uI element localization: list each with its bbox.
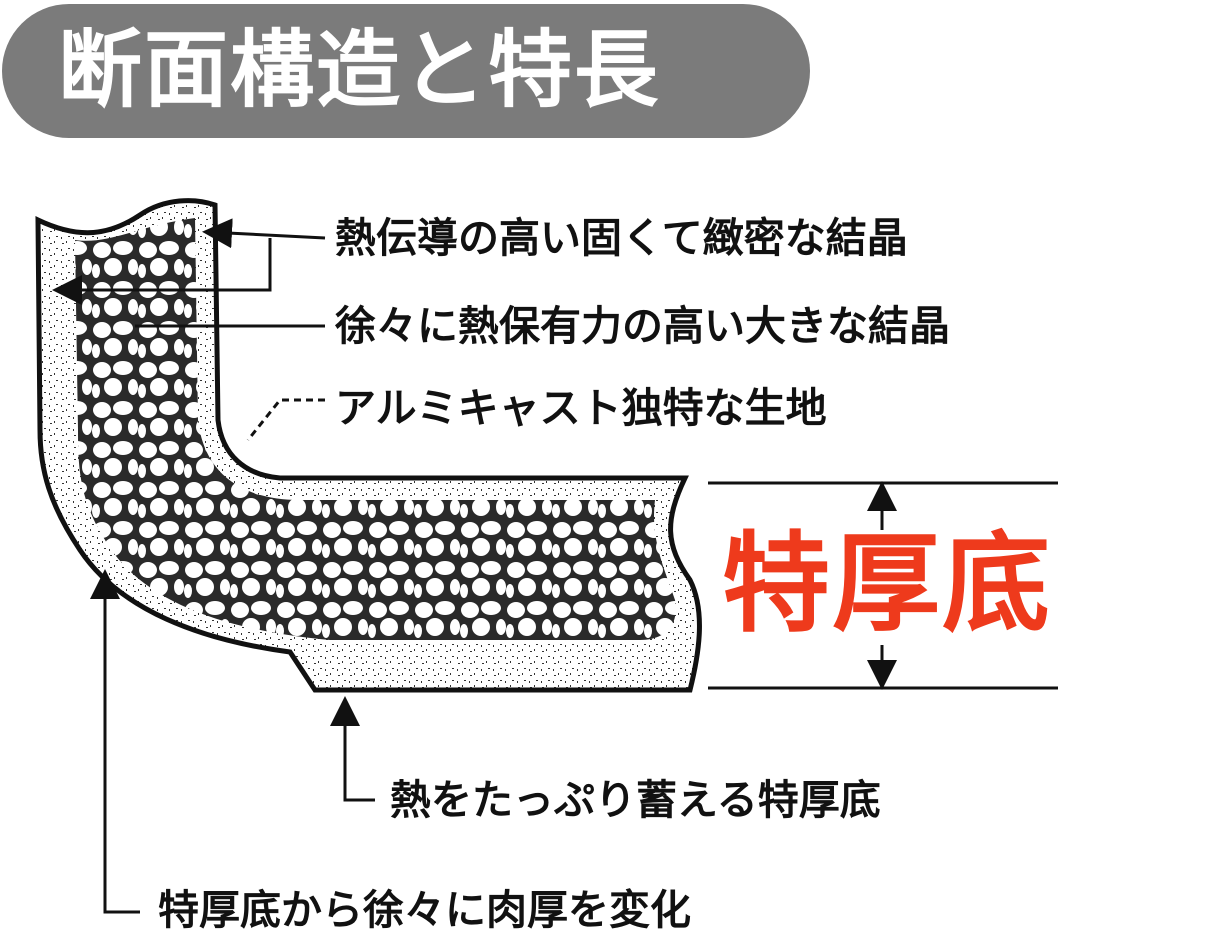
leader-lines: [52, 218, 1058, 914]
label-thick-bottom-note: 熱をたっぷり蓄える特厚底: [390, 776, 881, 824]
page-title: 断面構造と特長: [58, 21, 661, 119]
crystal-core: [75, 218, 676, 640]
label-dense-crystal: 熱伝導の高い固くて緻密な結晶: [335, 214, 908, 262]
title-banner: [2, 4, 810, 138]
label-gradual-thickness: 特厚底から徐々に肉厚を変化: [158, 886, 691, 934]
label-large-crystal: 徐々に熱保有力の高い大きな結晶: [335, 302, 950, 350]
highlight-thick-bottom: 特厚底: [722, 522, 1053, 647]
label-base-material: アルミキャスト独特な生地: [335, 384, 827, 432]
